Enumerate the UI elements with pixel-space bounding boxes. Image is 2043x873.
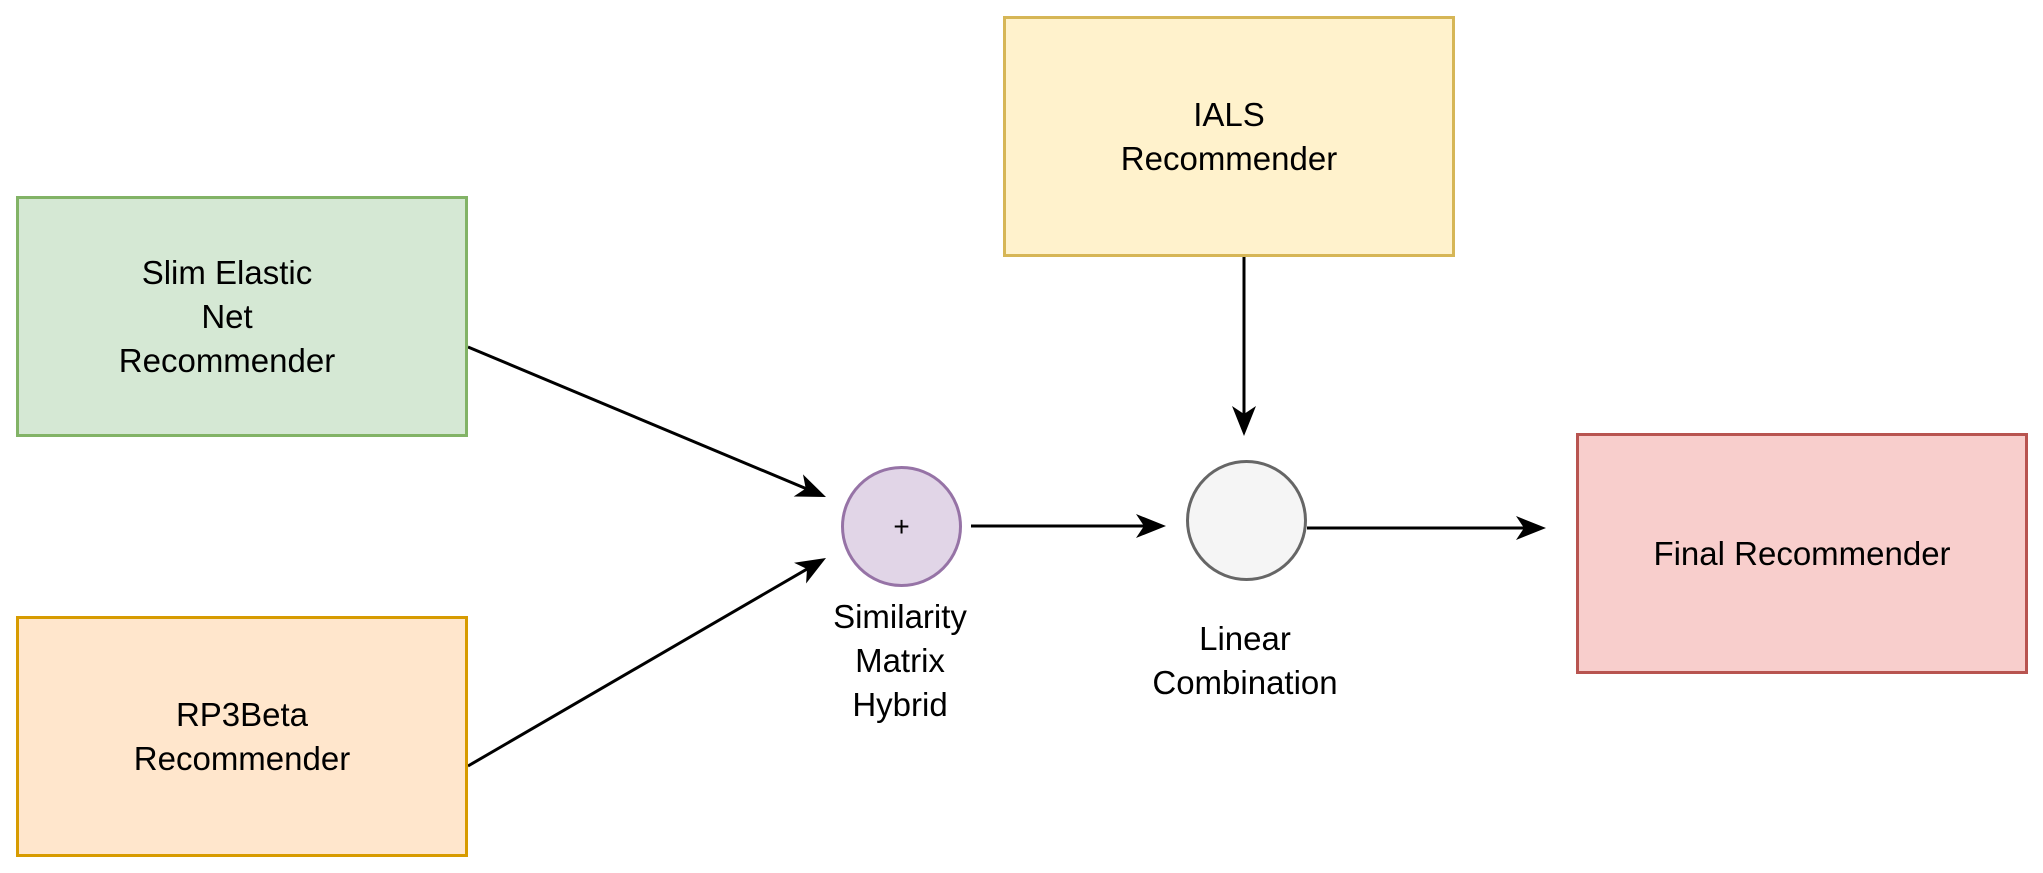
- final-recommender-node: Final Recommender: [1576, 433, 2028, 674]
- arrowhead-similarity-to-linear-icon: [1136, 514, 1166, 538]
- rp3beta-label: RP3Beta Recommender: [133, 695, 351, 777]
- final-recommender-label: Final Recommender: [1653, 534, 1951, 572]
- arrowhead-ials-to-linear-icon: [1232, 406, 1256, 436]
- ials-node: IALS Recommender: [1003, 16, 1455, 257]
- arrowhead-rp3-to-similarity-icon: [794, 558, 826, 584]
- slim-elastic-net-node: Slim Elastic Net Recommender: [16, 196, 468, 437]
- linear-combination-caption: Linear Combination: [1152, 620, 1338, 701]
- slim-elastic-net-label: Slim Elastic Net Recommender: [118, 253, 336, 379]
- edge-slim-to-similarity: [467, 345, 809, 491]
- rp3beta-node: RP3Beta Recommender: [16, 616, 468, 857]
- plus-icon: +: [893, 510, 910, 542]
- edge-rp3-to-similarity: [467, 566, 810, 768]
- linear-combination-node: [1186, 460, 1307, 581]
- arrowhead-slim-to-similarity-icon: [793, 474, 826, 497]
- similarity-hybrid-node: +: [841, 466, 962, 587]
- ials-label: IALS Recommender: [1120, 95, 1338, 177]
- similarity-hybrid-caption: Similarity Matrix Hybrid: [833, 598, 967, 723]
- arrowhead-linear-to-final-icon: [1516, 516, 1546, 540]
